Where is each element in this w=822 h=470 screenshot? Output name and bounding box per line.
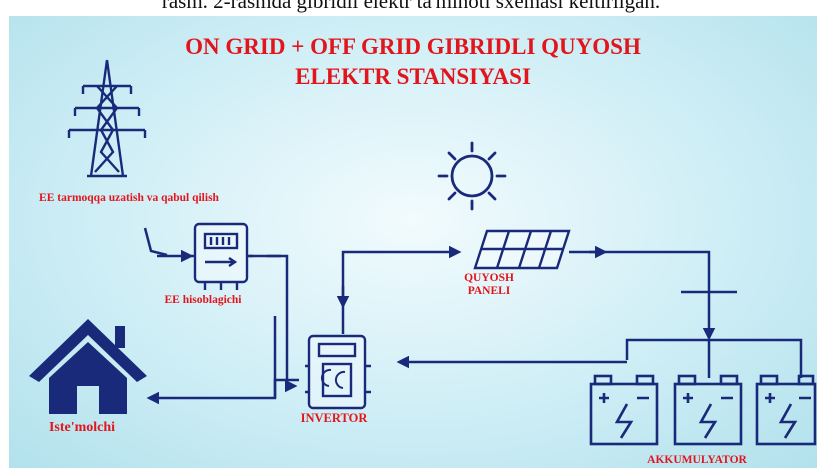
wire-meter-to-inverter bbox=[249, 254, 298, 393]
hybrid-solar-diagram: ON GRID + OFF GRID GIBRIDLI QUYOSH ELEKT… bbox=[9, 16, 817, 468]
battery-icon bbox=[589, 374, 659, 446]
battery-icon bbox=[673, 374, 743, 446]
wire-inverter-to-panel bbox=[341, 245, 462, 334]
caption-text: rasm. 2-rasmda gibridli elektr ta'minoti… bbox=[161, 0, 661, 13]
inverter-icon bbox=[305, 334, 371, 410]
diagram-title-line1: ON GRID + OFF GRID GIBRIDLI QUYOSH bbox=[185, 34, 641, 59]
battery-label: AKKUMULYATOR bbox=[647, 454, 747, 466]
wire-battery-to-inverter bbox=[625, 338, 803, 378]
battery-icon bbox=[755, 374, 817, 446]
sun-icon bbox=[437, 141, 507, 211]
consumer-label: Iste'molchi bbox=[48, 420, 116, 435]
solar-panel-icon bbox=[473, 229, 571, 270]
electricity-meter-icon bbox=[191, 222, 253, 290]
house-icon bbox=[29, 319, 147, 414]
wire-inverter-to-house bbox=[146, 378, 299, 405]
grid-label: EE tarmoqqa uzatish va qabul qilish bbox=[39, 192, 219, 204]
inverter-label: INVERTOR bbox=[300, 411, 368, 425]
solar-panel-label: QUYOSH PANELI bbox=[464, 272, 514, 297]
connection-wires bbox=[143, 227, 803, 405]
wire-panel-to-battery bbox=[569, 250, 716, 341]
wire-grid-to-meter bbox=[143, 227, 168, 257]
transmission-tower-icon bbox=[67, 59, 147, 178]
diagram-title-line2: ELEKTR STANSIYASI bbox=[295, 64, 531, 89]
meter-label: EE hisoblagichi bbox=[164, 294, 242, 306]
